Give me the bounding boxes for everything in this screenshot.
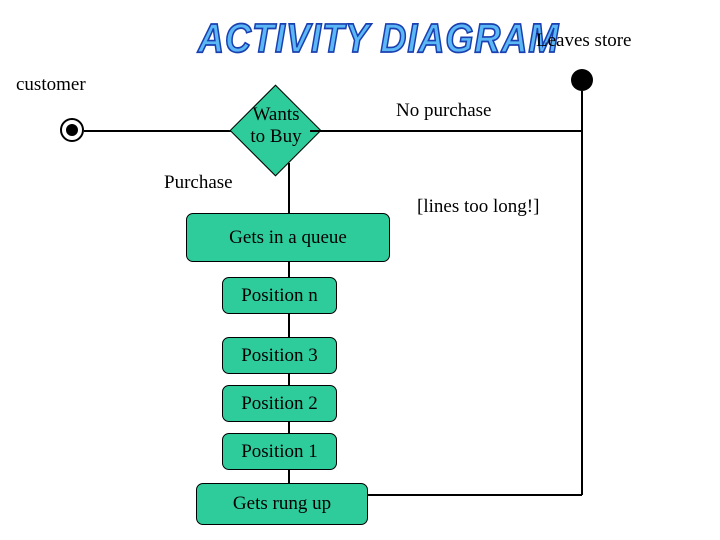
edge-queue-to-position-n <box>288 262 290 278</box>
edge-gets-rung-up-to-return <box>368 494 582 496</box>
edge-position-3-to-position-2 <box>288 374 290 385</box>
initial-node <box>60 118 84 142</box>
node-position-1[interactable]: Position 1 <box>222 433 337 470</box>
page-title: ACTIVITY DIAGRAM <box>197 14 560 62</box>
decision-label: Wants to Buy <box>235 104 317 148</box>
edge-position-1-to-gets-rung-up <box>288 470 290 483</box>
edge-no-purchase-to-final <box>581 91 583 131</box>
edge-decision-to-no-purchase <box>310 130 582 132</box>
edge-position-n-to-position-3 <box>288 314 290 337</box>
decision-label-line1: Wants <box>252 104 300 125</box>
edge-decision-to-queue <box>288 163 290 214</box>
node-position-3[interactable]: Position 3 <box>222 337 337 374</box>
final-node <box>571 69 593 91</box>
label-no-purchase: No purchase <box>396 100 492 121</box>
edge-position-2-to-position-1 <box>288 422 290 433</box>
edge-start-to-decision <box>84 130 240 132</box>
label-purchase: Purchase <box>164 172 233 193</box>
node-position-2[interactable]: Position 2 <box>222 385 337 422</box>
edge-return-to-final <box>581 130 583 495</box>
node-gets-rung-up[interactable]: Gets rung up <box>196 483 368 525</box>
label-lines-too-long: [lines too long!] <box>417 196 540 217</box>
label-leaves-store: Leaves store <box>536 30 632 51</box>
node-position-n[interactable]: Position n <box>222 277 337 314</box>
decision-label-line2: to Buy <box>250 126 302 147</box>
node-gets-in-a-queue[interactable]: Gets in a queue <box>186 213 390 262</box>
label-customer: customer <box>16 74 86 95</box>
